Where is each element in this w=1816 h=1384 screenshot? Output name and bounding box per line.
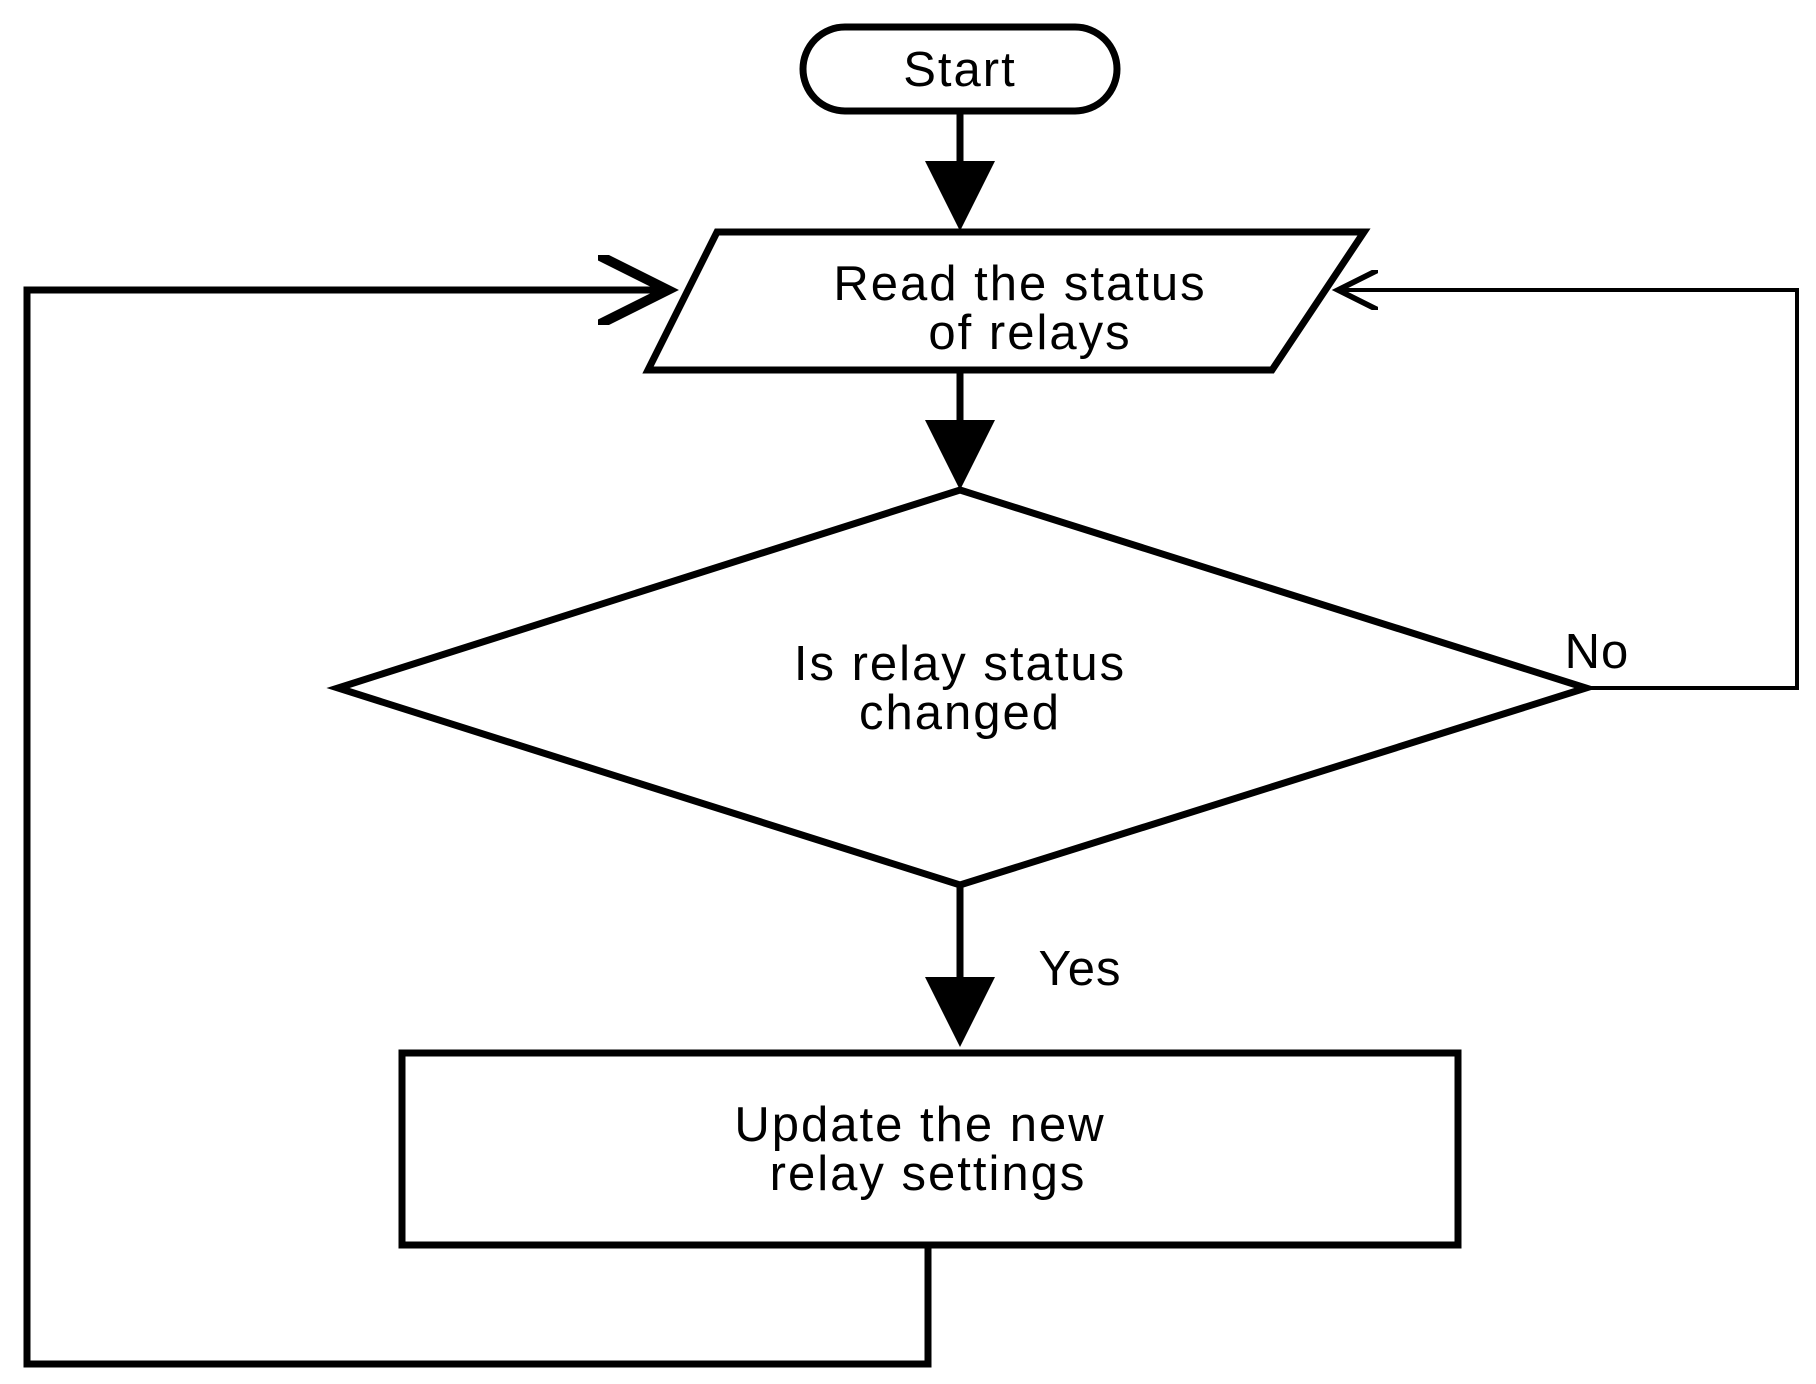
decision-label-line-1: Is relay status bbox=[794, 637, 1126, 691]
update-label-line-1: Update the new bbox=[734, 1098, 1105, 1152]
start-terminator-shape bbox=[799, 23, 1121, 115]
start-label: Start bbox=[903, 43, 1016, 97]
no-branch-label: No bbox=[1565, 625, 1630, 679]
read-label-line-1: Read the status bbox=[833, 257, 1206, 311]
decision-diamond-shape bbox=[326, 486, 1598, 889]
read-node: Read the status of relays bbox=[642, 228, 1371, 374]
read-label-line-2: of relays bbox=[928, 306, 1131, 360]
read-parallelogram-shape bbox=[642, 228, 1371, 374]
update-label-line-2: relay settings bbox=[770, 1147, 1087, 1201]
edge-no-loop bbox=[1338, 290, 1799, 690]
decision-node: Is relay status changed bbox=[326, 486, 1598, 889]
yes-branch-label: Yes bbox=[1039, 942, 1122, 996]
update-rectangle-shape bbox=[398, 1049, 1462, 1249]
start-node: Start bbox=[799, 23, 1121, 115]
edge-update-loop bbox=[23, 290, 932, 1368]
update-node: Update the new relay settings bbox=[398, 1049, 1462, 1249]
decision-label-line-2: changed bbox=[859, 686, 1061, 740]
